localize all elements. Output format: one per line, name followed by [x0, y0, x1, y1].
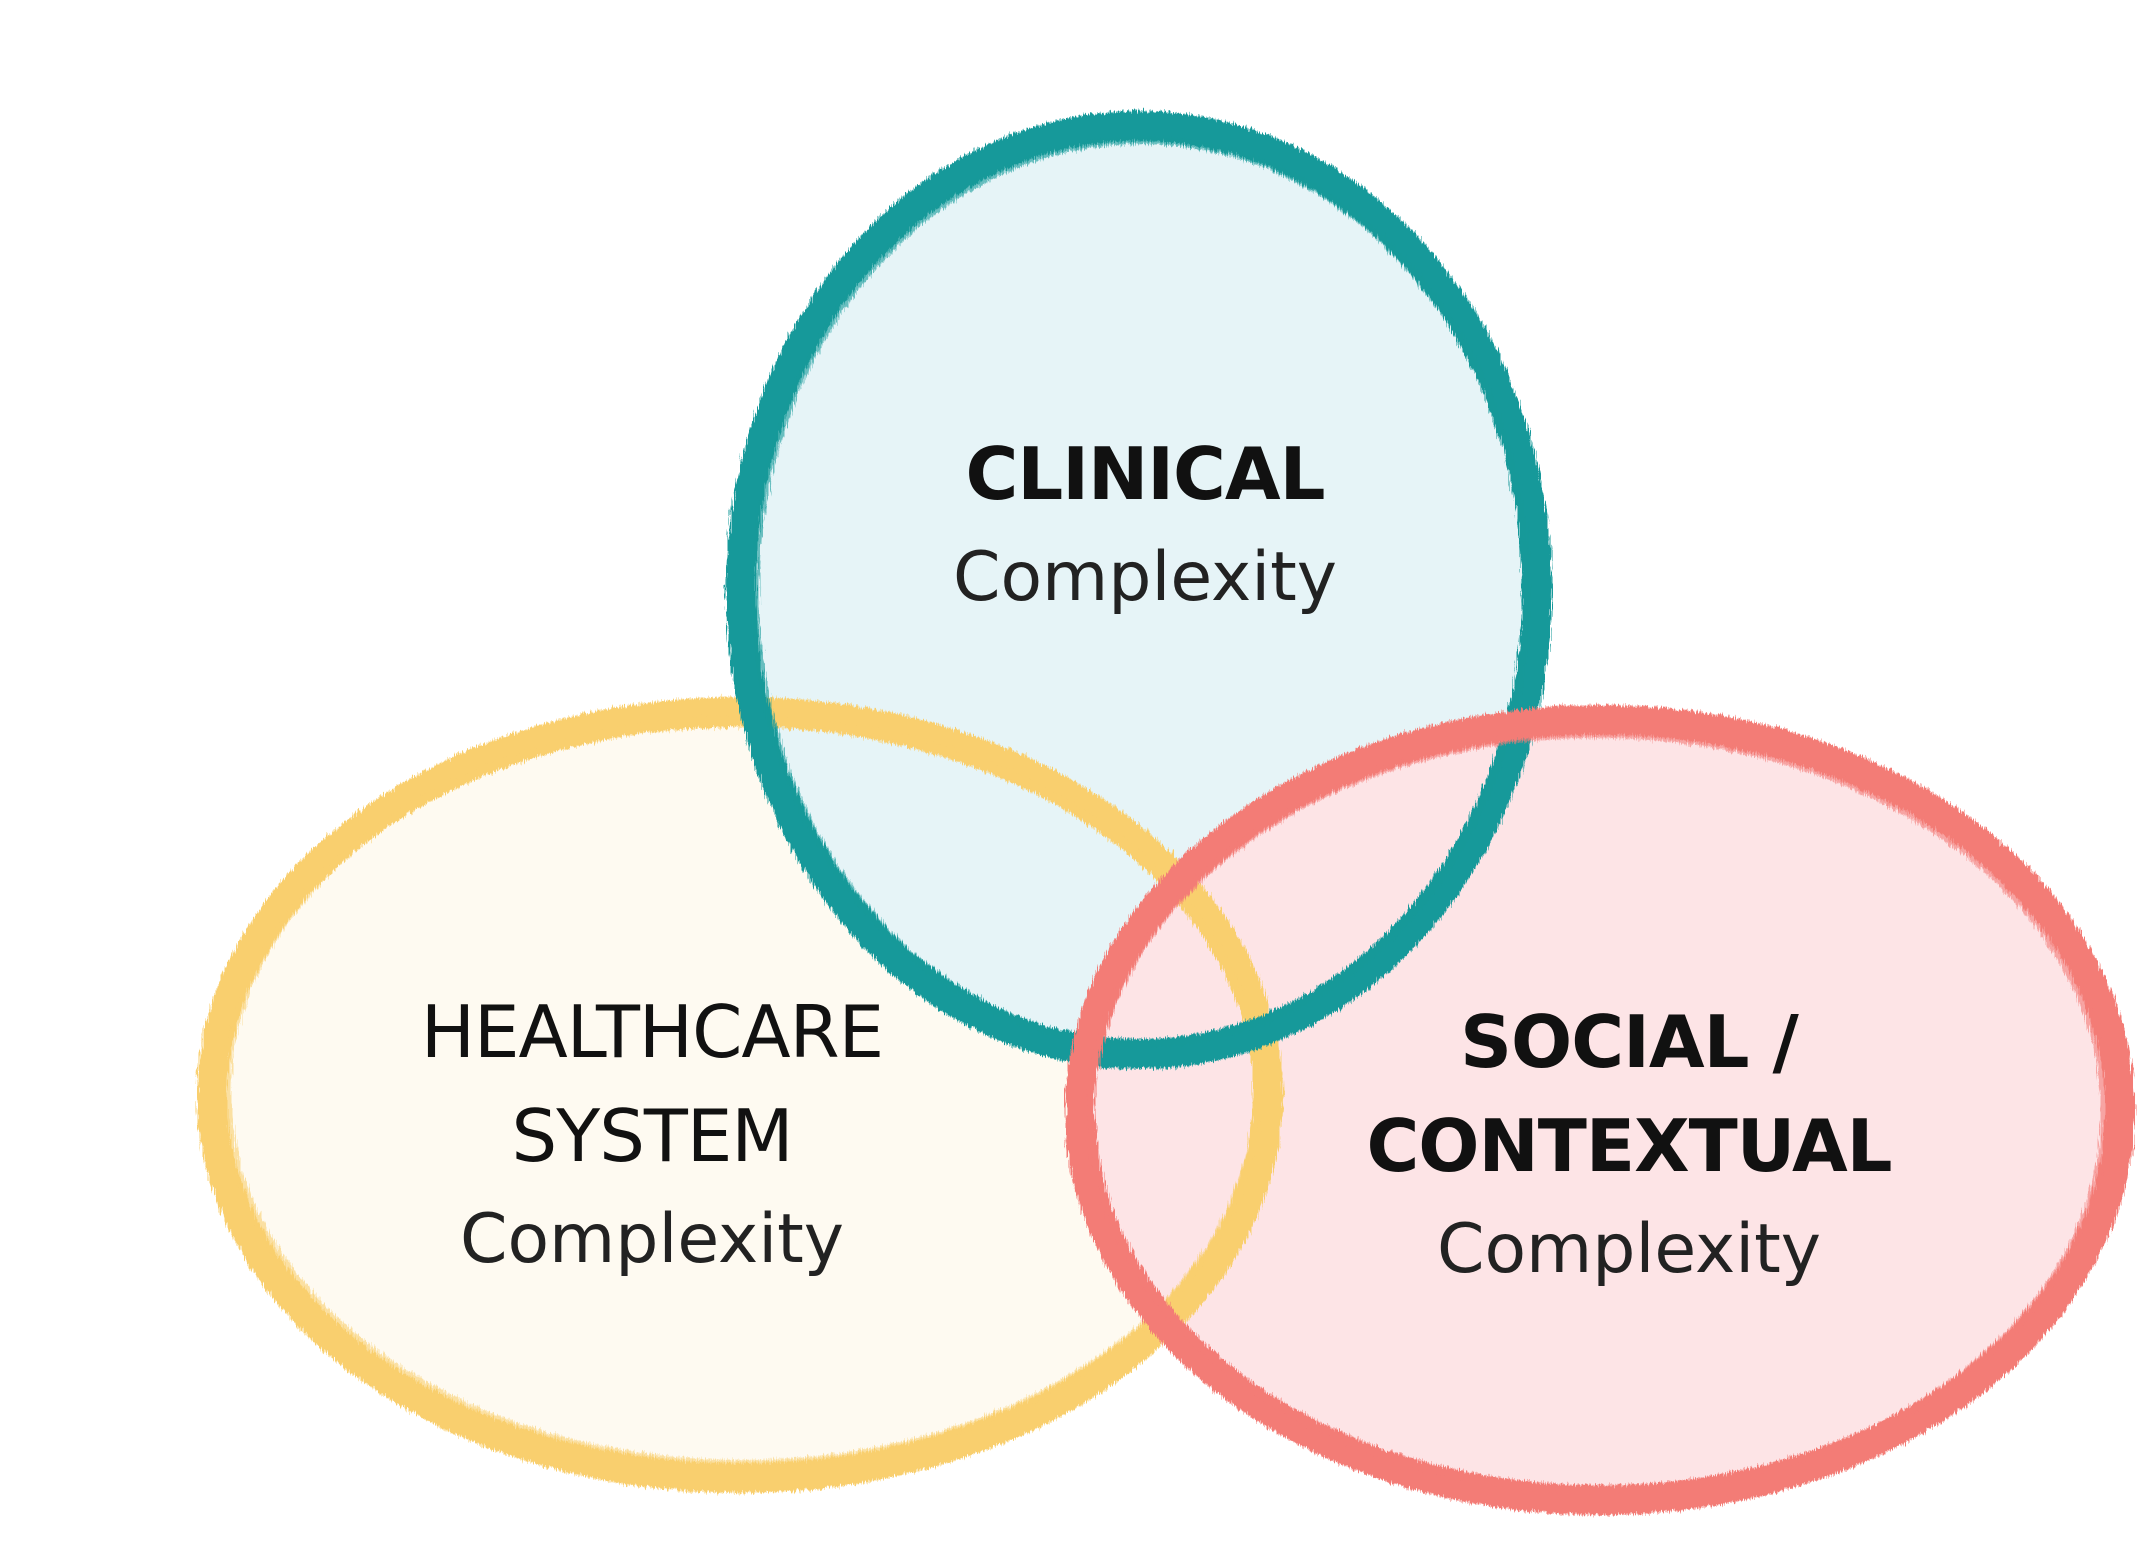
clinical-label: CLINICAL Complexity [953, 422, 1337, 630]
social-set-fill [1080, 720, 2120, 1500]
healthcare-system-label: HEALTHCARE SYSTEM Complexity [420, 980, 884, 1292]
healthcare-title-line-2: SYSTEM [511, 1094, 794, 1178]
clinical-set-outline-inner [751, 136, 1531, 1048]
social-subtitle: Complexity [1436, 1210, 1822, 1289]
social-title-line-1: SOCIAL / [1460, 1000, 1799, 1084]
social-contextual-label: SOCIAL / CONTEXTUAL Complexity [1366, 990, 1892, 1302]
social-title-line-2: CONTEXTUAL [1366, 1104, 1892, 1188]
healthcare-title-line-1: HEALTHCARE [420, 990, 884, 1074]
clinical-set-outline [726, 111, 1552, 1069]
clinical-subtitle: Complexity [952, 538, 1338, 617]
clinical-title: CLINICAL [965, 432, 1326, 516]
social-set-outline-inner [1087, 730, 2109, 1494]
healthcare-subtitle: Complexity [459, 1200, 845, 1279]
set-outlines [197, 111, 2135, 1515]
set-fills [212, 126, 2120, 1500]
social-set-outline [1065, 705, 2135, 1515]
